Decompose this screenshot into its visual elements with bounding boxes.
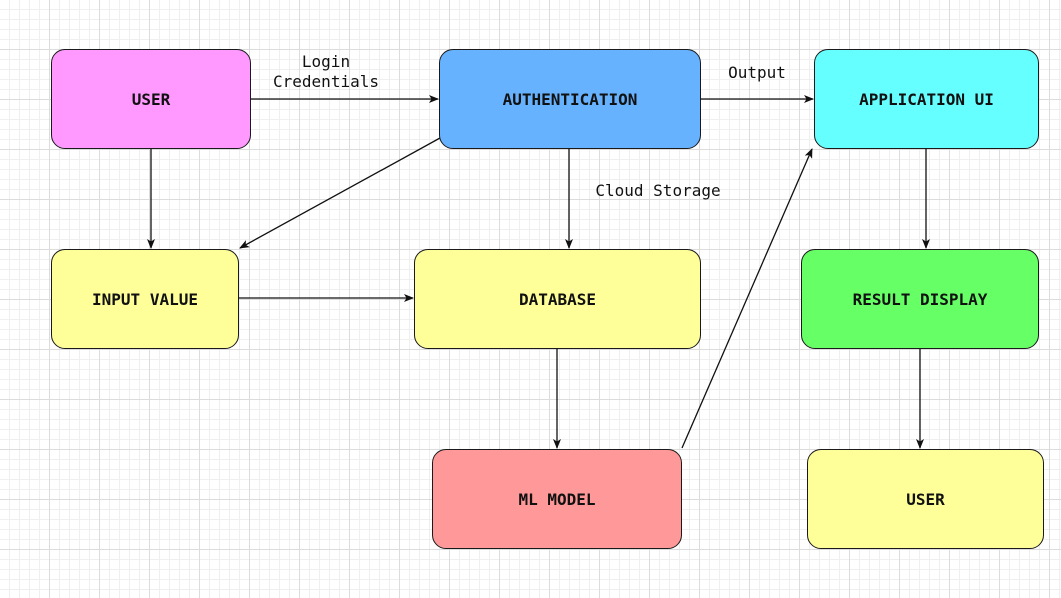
node-ml-model[interactable]: ML MODEL — [432, 449, 682, 549]
node-application-ui-label: APPLICATION UI — [859, 89, 994, 109]
edge-authentication-to-input-value — [239, 137, 441, 249]
node-user-bottom[interactable]: USER — [807, 449, 1044, 549]
node-application-ui[interactable]: APPLICATION UI — [814, 49, 1039, 149]
node-input-value-label: INPUT VALUE — [92, 289, 198, 309]
node-user-top[interactable]: USER — [51, 49, 251, 149]
node-database-label: DATABASE — [518, 289, 597, 309]
node-database[interactable]: DATABASE — [414, 249, 701, 349]
node-input-value[interactable]: INPUT VALUE — [51, 249, 239, 349]
node-authentication-label: AUTHENTICATION — [502, 89, 638, 109]
edge-label-login-credentials: Login Credentials — [273, 52, 379, 91]
node-authentication[interactable]: AUTHENTICATION — [439, 49, 701, 149]
node-ml-model-label: ML MODEL — [518, 489, 596, 509]
edge-label-output: Output — [728, 63, 786, 82]
node-result-display-label: RESULT DISPLAY — [852, 289, 988, 309]
node-user-top-label: USER — [131, 89, 171, 109]
node-result-display[interactable]: RESULT DISPLAY — [801, 249, 1039, 349]
node-user-bottom-label: USER — [906, 489, 945, 509]
edge-label-cloud-storage: Cloud Storage — [595, 181, 721, 200]
edge-ml-model-to-application-ui — [681, 148, 813, 449]
